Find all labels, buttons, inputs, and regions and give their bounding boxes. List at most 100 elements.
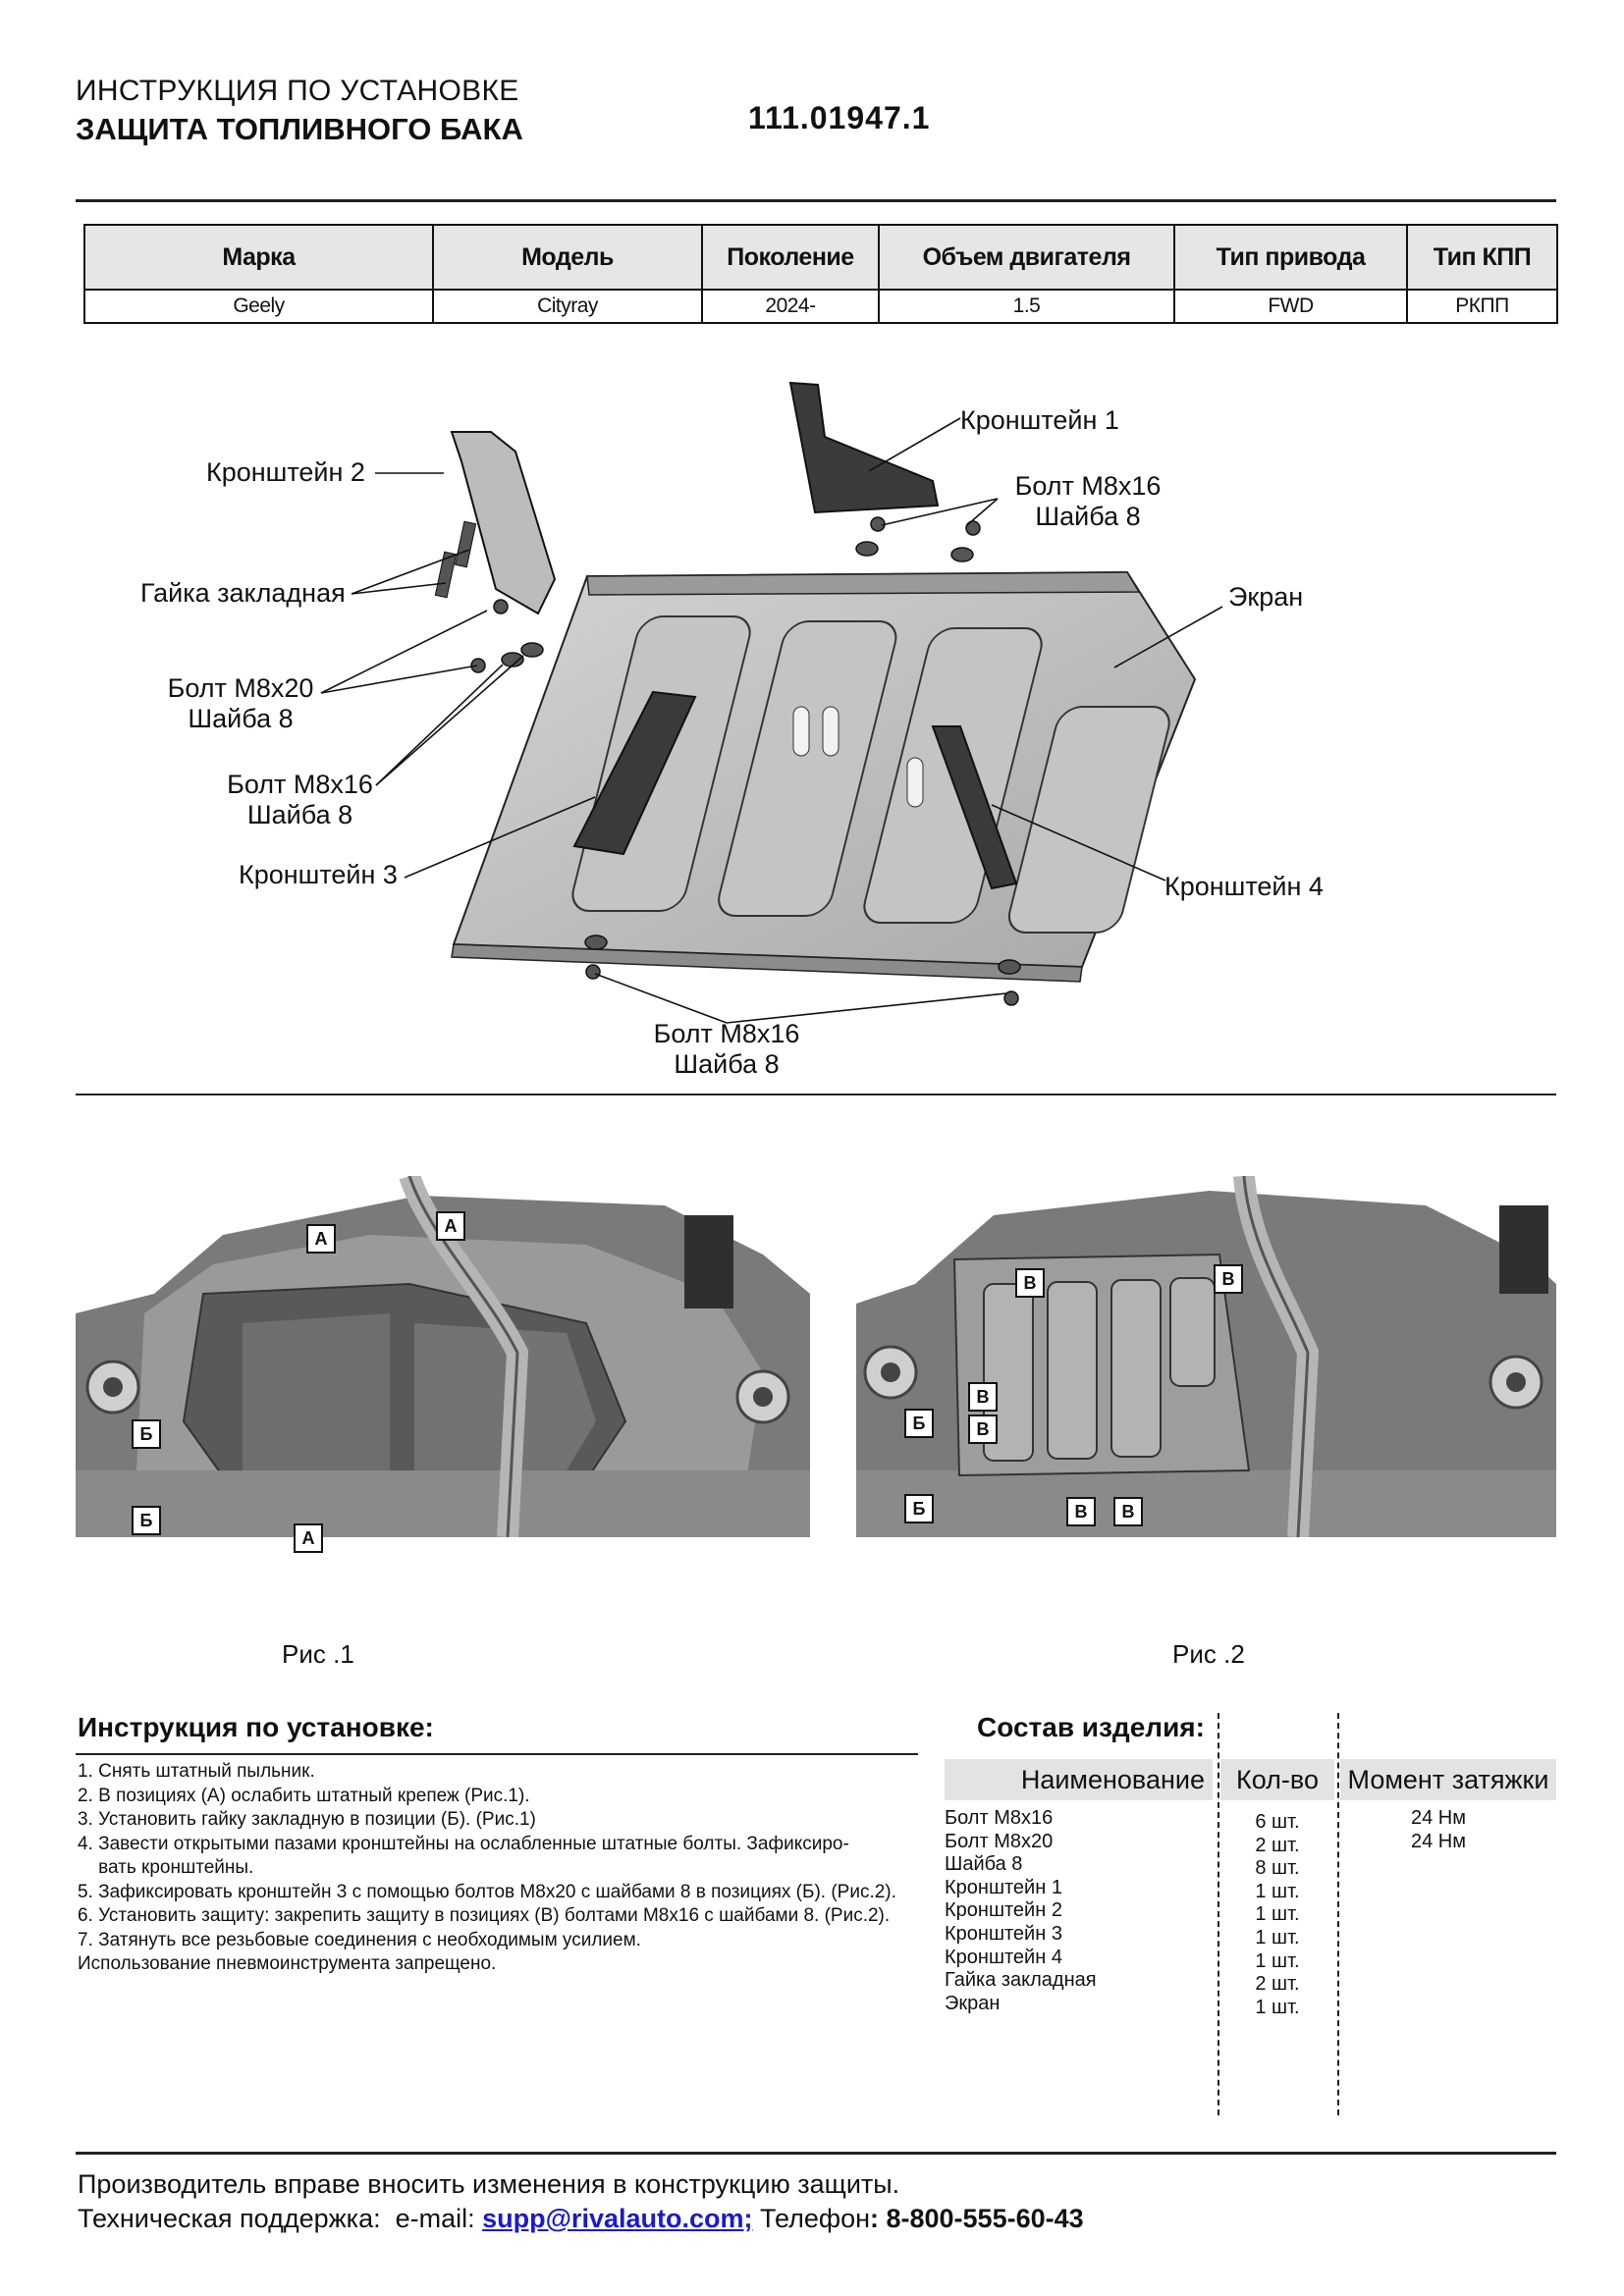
callout-bolt-top: Болт М8х16 Шайба 8 — [1009, 471, 1166, 532]
callout-bracket1: Кронштейн 1 — [960, 405, 1119, 435]
instruction-step-2: 2. В позициях (А) ослабить штатный крепе… — [78, 1785, 530, 1806]
component-name: Экран — [945, 1992, 1001, 2014]
instruction-warning: Использование пневмоинструмента запрещен… — [78, 1953, 497, 1974]
spec-header-gearbox: Тип КПП — [1406, 224, 1558, 291]
component-torque: 24 Нм — [1411, 1807, 1466, 1829]
figure1-caption: Рис .1 — [282, 1639, 354, 1669]
bolt-part — [965, 520, 981, 536]
vehicle-spec-table: Марка Модель Поколение Объем двигателя Т… — [83, 224, 1558, 324]
fig1-marker-b-2: Б — [132, 1506, 161, 1535]
screen-plate — [451, 570, 1197, 983]
washer-part — [584, 934, 608, 950]
instruction-step-6: 6. Установить защиту: закрепить защиту в… — [78, 1905, 891, 1926]
component-name: Кронштейн 1 — [945, 1876, 1062, 1898]
bolt-part — [585, 964, 601, 980]
component-qty: 6 шт. — [1255, 1811, 1300, 1833]
callout-bracket2: Кронштейн 2 — [206, 457, 365, 487]
component-name: Кронштейн 2 — [945, 1899, 1062, 1922]
spec-header-brand: Марка — [83, 224, 434, 291]
callout-bolt-top-line1: Болт М8х16 — [1014, 471, 1162, 501]
figure1-photo — [76, 1176, 810, 1537]
header-divider — [76, 199, 1556, 202]
fig2-marker-v-4: В — [968, 1415, 998, 1444]
bracket3-part — [572, 690, 697, 856]
instruction-step-7: 7. Затянуть все резьбовые соединения с н… — [78, 1929, 641, 1950]
component-name: Кронштейн 4 — [945, 1946, 1062, 1968]
bolt-part — [470, 658, 486, 673]
callout-bolt-m20-line1: Болт М8х20 — [167, 673, 314, 703]
callout-washer-left-line2: Шайба 8 — [246, 800, 353, 829]
fig2-marker-v-5: В — [1066, 1497, 1096, 1526]
callout-bolt-bottom: Болт М8х16 Шайба 8 — [648, 1019, 805, 1080]
spec-header-row: Марка Модель Поколение Объем двигателя Т… — [83, 224, 1558, 291]
spec-value-model: Cityray — [432, 289, 703, 324]
instruction-step-4: 4. Завести открытыми пазами кронштейны н… — [78, 1833, 849, 1854]
fig1-marker-a-3: А — [294, 1523, 323, 1553]
spec-header-model: Модель — [432, 224, 703, 291]
component-name: Болт М8х20 — [945, 1830, 1054, 1852]
spec-value-generation: 2024- — [701, 289, 880, 324]
instructions-divider — [76, 1753, 918, 1755]
spec-header-drive: Тип привода — [1173, 224, 1408, 291]
washer-part — [855, 541, 879, 557]
washer-part — [501, 652, 524, 667]
component-qty: 1 шт. — [1255, 1996, 1300, 2018]
composition-header-torque: Момент затяжки — [1340, 1759, 1556, 1800]
callout-washer-bottom-line2: Шайба 8 — [674, 1049, 780, 1079]
component-qty: 1 шт. — [1255, 1926, 1300, 1949]
callout-washer-m20-line2: Шайба 8 — [188, 704, 294, 733]
spec-header-generation: Поколение — [701, 224, 880, 291]
washer-part — [520, 642, 544, 658]
fig2-marker-v-1: В — [1015, 1268, 1045, 1298]
callout-bolt-bottom-line1: Болт М8х16 — [653, 1019, 800, 1048]
callout-nut: Гайка закладная — [140, 578, 346, 608]
washer-part — [998, 959, 1021, 975]
fig1-marker-a-2: А — [436, 1211, 465, 1241]
bolt-part — [493, 599, 509, 614]
callout-bolt-left: Болт М8х16 Шайба 8 — [219, 770, 381, 830]
composition-qty: 6 шт. 2 шт. 8 шт. 1 шт. 1 шт. 1 шт. 1 шт… — [1220, 1811, 1334, 2019]
component-qty: 8 шт. — [1255, 1857, 1300, 1880]
bolt-part — [1003, 990, 1019, 1006]
support-email-link[interactable]: supp@rivalauto.com; — [482, 2204, 753, 2233]
callout-screen: Экран — [1228, 582, 1304, 612]
instruction-step-3: 3. Установить гайку закладную в позиции … — [78, 1809, 536, 1830]
support-label: Техническая поддержка: e-mail: — [78, 2204, 483, 2233]
instruction-step-4-cont: вать кронштейны. — [78, 1857, 254, 1878]
product-code: 111.01947.1 — [748, 100, 931, 135]
spec-header-engine: Объем двигателя — [878, 224, 1175, 291]
fig1-marker-b-1: Б — [132, 1419, 161, 1449]
component-qty: 1 шт. — [1255, 1949, 1300, 1972]
fig2-marker-b-1: Б — [904, 1409, 934, 1438]
callout-washer-top-line2: Шайба 8 — [1035, 502, 1141, 531]
nut-part — [454, 520, 477, 568]
callout-bolt-left-line1: Болт М8х16 — [227, 770, 373, 799]
fig2-marker-v-3: В — [968, 1382, 998, 1412]
phone-label: Телефон — [752, 2204, 870, 2233]
callout-bracket3: Кронштейн 3 — [239, 860, 398, 889]
callout-bracket4: Кронштейн 4 — [1164, 872, 1324, 901]
diagram-divider — [76, 1094, 1556, 1095]
spec-value-gearbox: РКПП — [1406, 289, 1558, 324]
composition-divider-1 — [1218, 1713, 1219, 2115]
figure2-caption: Рис .2 — [1172, 1639, 1245, 1669]
spec-value-row: Geely Cityray 2024- 1.5 FWD РКПП — [83, 289, 1558, 324]
component-name: Болт М8х16 — [945, 1807, 1054, 1829]
composition-title: Состав изделия: — [977, 1712, 1205, 1742]
washer-part — [950, 547, 974, 562]
composition-header-qty: Кол-во — [1220, 1759, 1334, 1800]
component-name: Шайба 8 — [945, 1853, 1023, 1876]
nut-part — [434, 551, 458, 599]
footer-disclaimer: Производитель вправе вносить изменения в… — [78, 2169, 900, 2199]
spec-value-drive: FWD — [1173, 289, 1408, 324]
component-qty: 1 шт. — [1255, 1880, 1300, 1902]
bracket1-part — [788, 381, 940, 514]
component-name: Кронштейн 3 — [945, 1922, 1062, 1945]
fig1-marker-a-1: А — [306, 1224, 336, 1254]
instruction-step-1: 1. Снять штатный пыльник. — [78, 1761, 315, 1782]
instructions-title: Инструкция по установке: — [78, 1712, 434, 1742]
support-phone: : 8-800-555-60-43 — [870, 2204, 1084, 2233]
instruction-step-5: 5. Зафиксировать кронштейн 3 с помощью б… — [78, 1881, 896, 1902]
fig2-marker-b-2: Б — [904, 1494, 934, 1523]
component-qty: 2 шт. — [1255, 1834, 1300, 1856]
